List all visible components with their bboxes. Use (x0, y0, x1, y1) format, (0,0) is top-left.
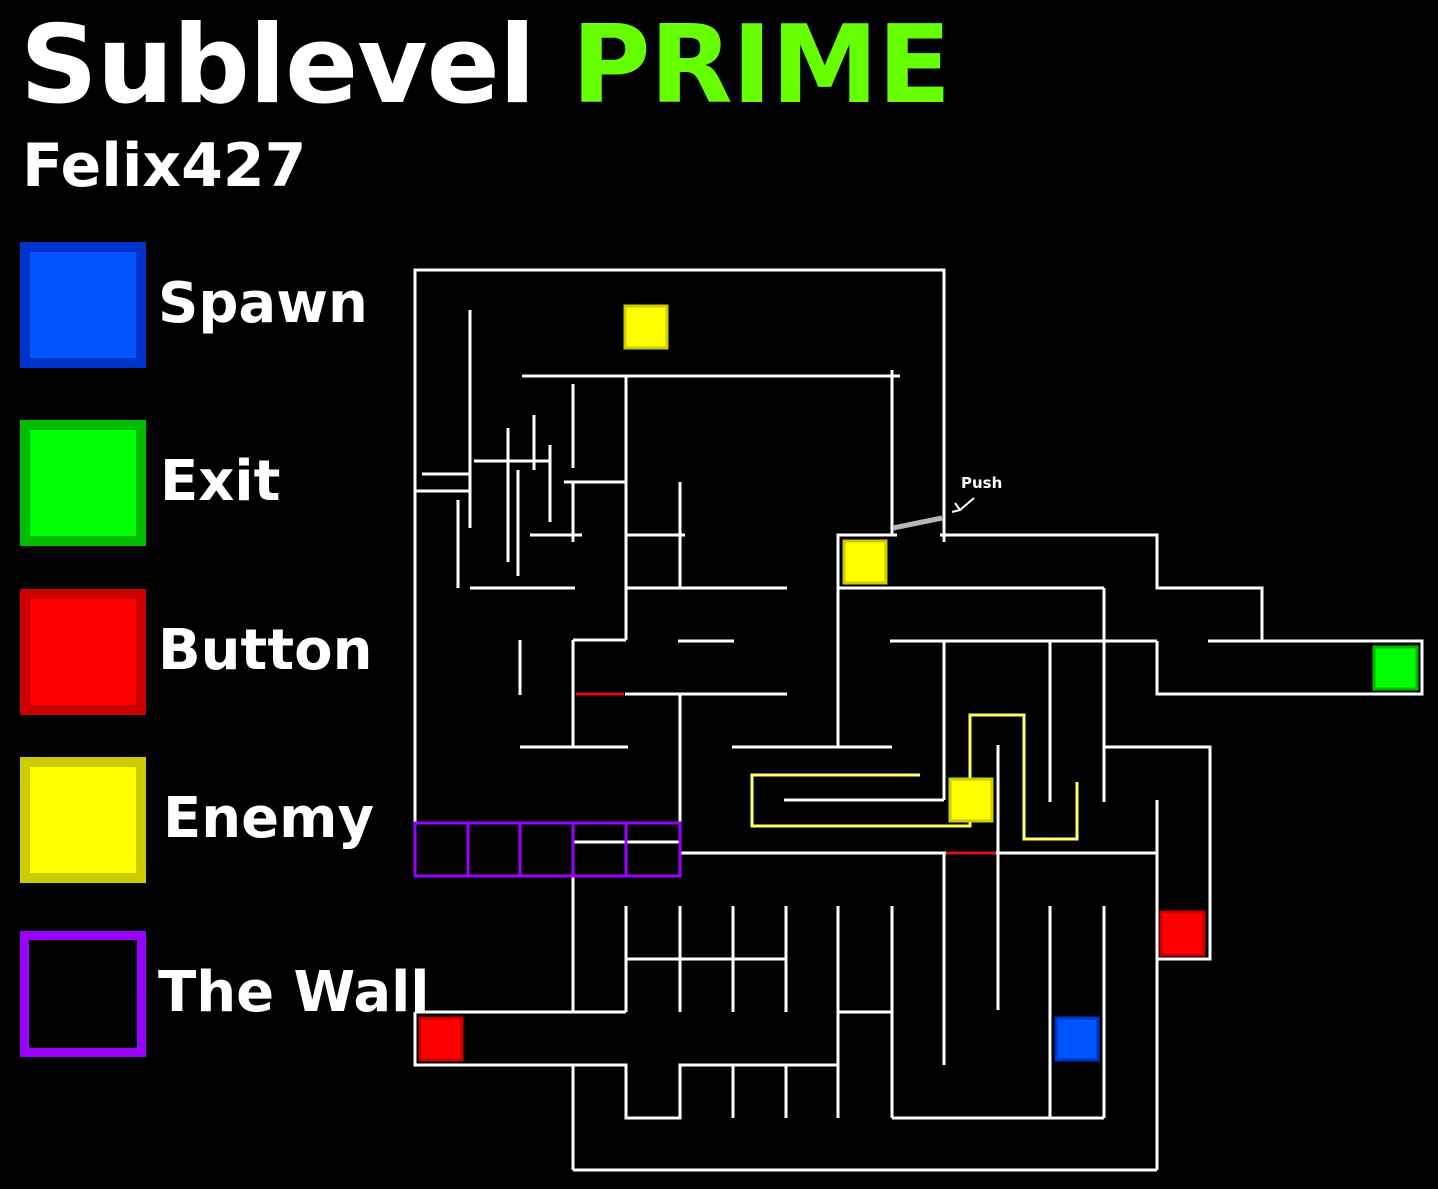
push-arrow-icon (959, 497, 975, 511)
enemy-swatch-icon (20, 757, 146, 883)
legend-item-enemy: Enemy (20, 757, 480, 883)
page-title: Sublevel PRIME (20, 12, 951, 120)
legend-label-button: Button (158, 618, 373, 683)
legend-label-exit: Exit (160, 449, 281, 514)
legend-label-spawn: Spawn (158, 271, 368, 336)
legend-item-spawn: Spawn (20, 242, 480, 368)
legend-label-enemy: Enemy (163, 786, 374, 851)
the-wall-swatch-icon (20, 931, 146, 1057)
legend-label-the-wall: The Wall (158, 960, 430, 1025)
spawn-swatch-icon (20, 242, 146, 368)
button-left (418, 1016, 464, 1062)
button-right (1159, 910, 1206, 957)
author-name: Felix427 (22, 131, 307, 201)
exit-tile (1372, 645, 1419, 691)
button-swatch-icon (20, 589, 146, 715)
title-main: Sublevel (20, 3, 536, 128)
enemy-center (842, 539, 888, 585)
push-door (892, 515, 943, 531)
push-arrowhead-icon (951, 502, 962, 513)
legend-item-the-wall: The Wall (20, 931, 480, 1057)
push-label: Push (961, 474, 1003, 492)
the-wall-blocks (413, 821, 682, 878)
enemy-top (623, 304, 669, 350)
legend-item-button: Button (20, 589, 480, 715)
maze-walls (413, 268, 1424, 1172)
exit-swatch-icon (20, 420, 146, 546)
legend-item-exit: Exit (20, 420, 480, 546)
enemy-patrol (948, 777, 994, 823)
title-accent: PRIME (571, 3, 952, 128)
enemy-patrol-paths (750, 713, 1079, 841)
spawn-tile (1054, 1016, 1100, 1062)
